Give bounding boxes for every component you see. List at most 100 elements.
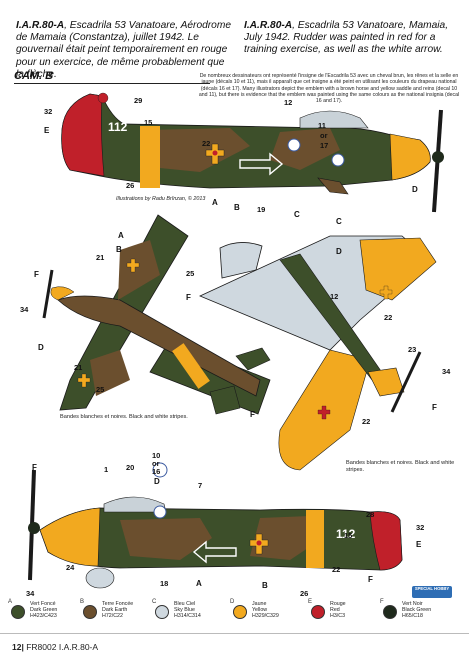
callout-B-upper: B — [116, 245, 122, 254]
upper-tailplane-b — [209, 385, 241, 415]
legend-code: H314/C314 — [174, 613, 201, 620]
camo-earth-patch-3 — [120, 518, 212, 560]
legend-en: Black Green — [402, 607, 432, 614]
cross-roundel-bottom — [256, 540, 262, 546]
callout-F-lower: F — [432, 403, 437, 412]
color-swatch — [83, 605, 97, 619]
callout-34-upper: 34 — [20, 305, 29, 314]
callout-34-lower: 34 — [442, 367, 451, 376]
scheme-divider — [14, 83, 210, 84]
callout-A-top: A — [212, 198, 218, 207]
upper-tailplane-a — [235, 347, 271, 371]
escadrila-emblem-top — [287, 138, 301, 152]
white-arrow-top — [239, 152, 284, 176]
callout-16: 16 — [152, 467, 160, 476]
legend-code: H3/C3 — [330, 613, 346, 620]
escadrila-emblem-small — [152, 462, 168, 478]
legend-code: H72/C22 — [102, 613, 123, 620]
legend-letter: D — [230, 599, 235, 605]
canopy-top — [299, 110, 369, 129]
callout-F-lower-c: F — [186, 293, 191, 302]
white-arrow-bottom — [192, 540, 237, 564]
legend-en: Dark Green — [30, 607, 58, 614]
color-swatch — [233, 605, 247, 619]
legend-letter: F — [380, 599, 384, 605]
callout-32-bottom: 32 — [416, 523, 424, 532]
lower-cross-1 — [379, 285, 393, 300]
legend-code: H423/C423 — [30, 613, 57, 620]
landing-gear-top — [317, 177, 349, 195]
page-number: 12| — [12, 642, 24, 652]
camo-earth-patch-1 — [140, 128, 250, 172]
legend-letter: C — [152, 599, 157, 605]
caption-french-text: , Escadrila 53 Vanatoare, Aérodrome de M… — [16, 20, 231, 80]
upper-fuselage — [57, 295, 261, 397]
callout-A-upper: A — [118, 231, 124, 240]
callout-23: 23 — [408, 345, 416, 354]
color-swatch — [383, 605, 397, 619]
callout-or-1: or — [320, 131, 328, 140]
legend-en: Dark Earth — [102, 607, 128, 614]
callout-25-upper: 25 — [186, 269, 194, 278]
color-swatch — [11, 605, 25, 619]
lower-surface-view — [199, 235, 437, 471]
callout-F-lower-b: F — [250, 410, 255, 419]
callout-15-bottom: 15 — [344, 531, 352, 540]
callout-D-lower: D — [336, 247, 342, 256]
caption-english-title: I.A.R.80-A — [244, 20, 293, 31]
callout-7: 7 — [198, 481, 202, 490]
stripes-note-left: Bandes blanches et noires. Black and whi… — [60, 414, 188, 420]
escadrila-emblem-bottom — [153, 505, 167, 519]
callout-21-upper: 21 — [96, 253, 104, 262]
callout-12-lower: 12 — [330, 292, 338, 301]
lower-cowling — [367, 367, 405, 397]
upper-cross-2 — [77, 373, 91, 388]
caption-french: I.A.R.80-A, Escadrila 53 Vanatoare, Aéro… — [16, 20, 232, 81]
legend-fr: Bleu Ciel — [174, 601, 196, 607]
callout-D-top: D — [412, 185, 418, 194]
upper-propeller — [42, 269, 54, 319]
callout-22-lower-b: 22 — [362, 417, 370, 426]
callout-B-top: B — [234, 203, 240, 212]
callout-D-bottom: D — [154, 477, 160, 486]
callout-34-bottom: 34 — [26, 589, 35, 598]
yellow-fuselage-band-top — [140, 126, 160, 188]
stripes-note-right: Bandes blanches et noires. Black and whi… — [346, 460, 455, 473]
lower-cross-2 — [317, 405, 331, 420]
callout-22-lower-a: 22 — [384, 313, 392, 322]
callout-or-2: or — [152, 459, 160, 468]
legend-letter: E — [308, 599, 313, 605]
camo-earth-patch-2 — [270, 128, 340, 170]
legend-code: H329/C329 — [252, 613, 279, 620]
page-footer: 12| FR8002 I.A.R.80-A — [12, 642, 98, 652]
legend-letter: B — [80, 599, 85, 605]
spinner-bottom — [28, 522, 40, 534]
manufacturer-badge: SPECIAL HOBBY — [412, 586, 452, 598]
right-side-profile: 112 — [28, 469, 403, 589]
footer-divider — [0, 633, 469, 634]
callout-A-bottom: A — [196, 579, 202, 588]
legend-fr: Vert Foncé — [30, 601, 56, 607]
yellow-cowling-top — [389, 133, 431, 181]
upper-wing-camo-1 — [118, 240, 160, 300]
legend-fr: Jaune — [252, 601, 267, 607]
yellow-fuselage-band-bottom — [306, 510, 324, 568]
legend-en: Sky Blue — [174, 607, 195, 614]
insignia-note: De nombreux dessinateurs ont représenté … — [198, 73, 460, 105]
callout-24: 24 — [66, 563, 75, 572]
upper-fuselage-band — [172, 343, 210, 389]
callout-22-top: 22 — [202, 139, 210, 148]
camo-earth-patch-4 — [250, 516, 320, 560]
callout-20: 20 — [126, 463, 134, 472]
camouflage-scheme-label: CAM. B — [14, 70, 54, 82]
illustration-credit: Illustrations by Radu Brînzan, © 2013 — [116, 196, 206, 202]
